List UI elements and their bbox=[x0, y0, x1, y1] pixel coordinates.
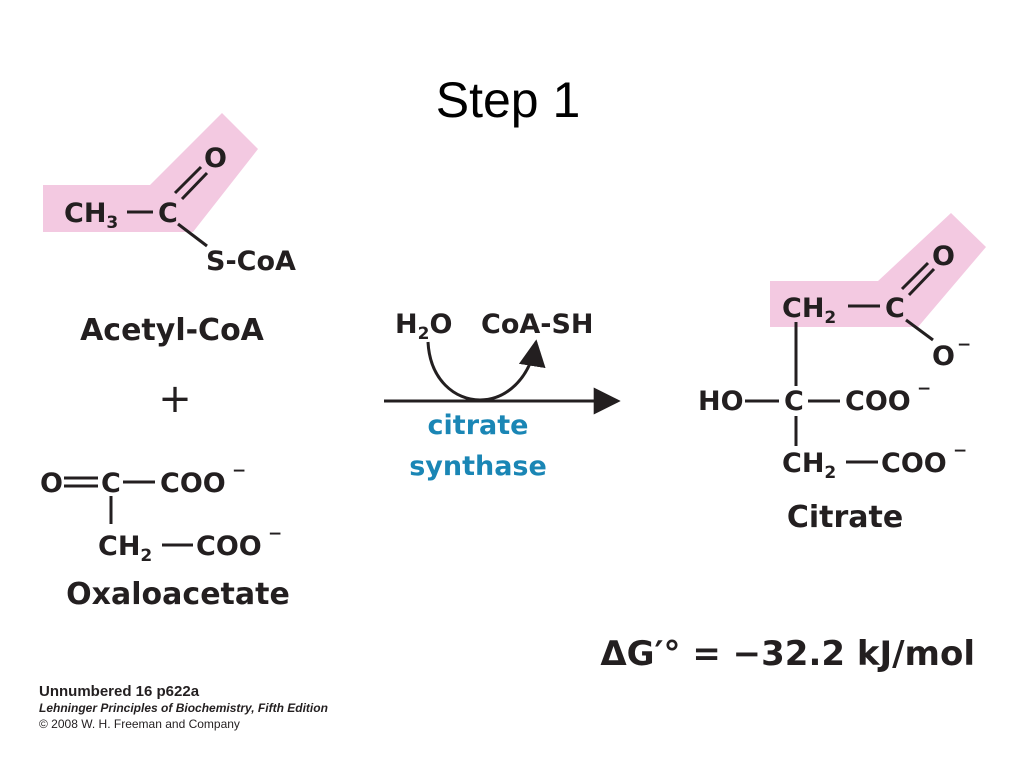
citrate-c-o-bond bbox=[905, 318, 934, 342]
water-label: H2O bbox=[395, 309, 452, 344]
oxaloacetate-structure: O C COO − CH2 COO − bbox=[40, 461, 282, 566]
enzyme-line-1: citrate bbox=[428, 410, 529, 441]
oxalo-charge-2: − bbox=[268, 524, 282, 544]
oxalo-oxygen: O bbox=[40, 468, 63, 499]
oxalo-carbon: C bbox=[101, 468, 121, 499]
oxalo-coo-2: COO bbox=[196, 531, 262, 562]
oxalo-ch2: CH2 bbox=[98, 531, 152, 566]
citrate-ch2-bottom: CH2 bbox=[782, 448, 836, 483]
acetyl-scoa: S-CoA bbox=[206, 246, 296, 277]
citrate-o-minus: O bbox=[932, 341, 955, 372]
book-title: Lehninger Principles of Biochemistry, Fi… bbox=[39, 701, 328, 715]
enzyme-line-2: synthase bbox=[409, 451, 547, 482]
oxaloacetate-label: Oxaloacetate bbox=[66, 577, 290, 612]
acetyl-group-highlight bbox=[43, 113, 258, 232]
citrate-ch2-top: CH2 bbox=[782, 293, 836, 328]
citrate-coo-bottom-charge: − bbox=[953, 441, 967, 461]
acetyl-c-s-bond bbox=[177, 222, 208, 248]
citrate-co-double-bond-a bbox=[900, 261, 930, 291]
citrate-coo-mid-charge: − bbox=[917, 379, 931, 399]
acetyl-carbon: C bbox=[158, 198, 178, 229]
free-energy-value: ΔG′° = −32.2 kJ/mol bbox=[600, 634, 975, 674]
plus-sign: + bbox=[158, 376, 192, 422]
oxalo-charge-1: − bbox=[232, 461, 246, 481]
acetyl-coa-label: Acetyl-CoA bbox=[80, 313, 265, 348]
page-title: Step 1 bbox=[436, 72, 581, 128]
acetyl-oxygen: O bbox=[204, 143, 227, 174]
citrate-ho: HO bbox=[698, 386, 744, 417]
reaction-arrow-group: H2O CoA-SH citrate synthase bbox=[384, 309, 621, 482]
cofactor-curved-arrow bbox=[426, 339, 546, 402]
citrate-oxygen-top: O bbox=[932, 241, 955, 272]
citrate-acetyl-highlight bbox=[770, 213, 986, 327]
citrate-co-double-bond-b bbox=[907, 267, 936, 297]
oxalo-coo-1: COO bbox=[160, 468, 226, 499]
citrate-coo-bottom: COO bbox=[881, 448, 947, 479]
coash-label: CoA-SH bbox=[481, 309, 594, 340]
acetyl-coa-structure: CH3 C O S-CoA bbox=[43, 113, 296, 277]
copyright: © 2008 W. H. Freeman and Company bbox=[39, 717, 240, 731]
acetyl-ch3: CH3 bbox=[64, 198, 118, 233]
acetyl-co-double-bond-b bbox=[180, 171, 209, 201]
acetyl-co-double-bond-a bbox=[173, 165, 203, 195]
citrate-structure: CH2 C O O − HO C COO − CH2 COO − bbox=[698, 213, 986, 483]
citrate-label: Citrate bbox=[787, 500, 903, 535]
citrate-coo-mid: COO bbox=[845, 386, 911, 417]
citrate-carbon-mid: C bbox=[784, 386, 804, 417]
citrate-carbon-top: C bbox=[885, 293, 905, 324]
figure-number: Unnumbered 16 p622a bbox=[39, 683, 200, 700]
citrate-o-charge: − bbox=[957, 335, 971, 355]
